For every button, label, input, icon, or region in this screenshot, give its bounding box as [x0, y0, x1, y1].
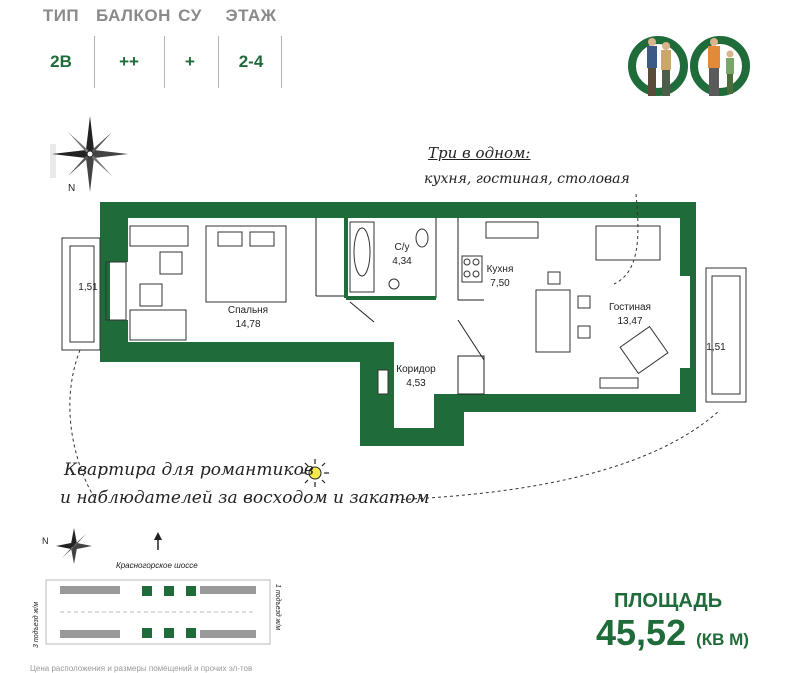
header-col-floor: ЭТАЖ 2-4 — [220, 6, 282, 86]
annotation-subtitle: кухня, гостиная, столовая — [424, 171, 630, 187]
site-plan: N Красногорское шоссе 3 подъезд ж/м 1 по… — [32, 528, 282, 648]
bedroom-name: Спальня — [228, 305, 268, 316]
apartment-header: ТИП 2В БАЛКОН ++ СУ + ЭТАЖ 2-4 — [30, 6, 282, 88]
kitchen-name: Кухня — [487, 264, 514, 275]
header-col-balcony: БАЛКОН ++ — [96, 6, 171, 86]
bathroom-name: С/у — [395, 242, 410, 253]
romantic-line-1: Квартира для романтиков — [64, 460, 314, 480]
header-bathroom-value: + — [185, 52, 195, 71]
bathroom-area: 4,34 — [392, 256, 412, 267]
header-bathroom-label: СУ — [178, 6, 202, 25]
header-col-bathroom: СУ + — [162, 6, 218, 86]
site-north-label: N — [42, 536, 49, 546]
living-name: Гостиная — [609, 302, 651, 313]
family-icons — [628, 36, 750, 96]
header-divider — [218, 36, 219, 88]
family-icon — [690, 36, 750, 96]
floor-plan: 1,51 Спальня 14,78 С/у 4,34 Кухня 7,50 Г… — [61, 193, 747, 501]
site-highlighted-buildings — [142, 586, 196, 638]
area-value-block: 45,52 (КВ М) — [596, 612, 749, 654]
compass-rose-icon: N — [50, 116, 128, 194]
site-right-label: 1 подъезд ж/м — [274, 584, 282, 630]
header-divider — [164, 36, 165, 88]
couple-icon — [628, 36, 688, 96]
site-left-label: 3 подъезд ж/м — [32, 602, 40, 648]
kitchen-area: 7,50 — [490, 278, 510, 289]
area-label: ПЛОЩАДЬ — [614, 590, 723, 612]
header-divider — [94, 36, 95, 88]
header-type-value: 2В — [50, 52, 72, 71]
site-outline — [45, 579, 271, 645]
road-label: Красногорское шоссе — [116, 561, 198, 570]
living-area: 13,47 — [617, 316, 642, 327]
corridor-area: 4,53 — [406, 378, 426, 389]
header-floor-label: ЭТАЖ — [225, 6, 277, 25]
area-unit: (КВ М) — [696, 630, 749, 649]
site-compass-icon — [56, 528, 92, 564]
bedroom-area: 14,78 — [235, 319, 260, 330]
annotation-title: Три в одном: — [428, 144, 531, 162]
site-buildings — [60, 586, 256, 638]
exterior-walls — [100, 202, 696, 446]
header-balcony-label: БАЛКОН — [96, 6, 171, 25]
compass-north-label: N — [68, 183, 75, 194]
sightline-arrows — [69, 193, 721, 501]
header-floor-value: 2-4 — [238, 52, 264, 71]
sun-icon — [301, 459, 329, 487]
corridor-name: Коридор — [396, 364, 436, 375]
header-col-type: ТИП 2В — [30, 6, 92, 86]
area-value: 45,52 — [596, 612, 687, 653]
romantic-line-2: и наблюдателей за восходом и закатом — [60, 488, 430, 508]
footnote: Цена расположения и размеры помещений и … — [30, 664, 253, 673]
header-type-label: ТИП — [42, 6, 80, 25]
bathroom-walls — [344, 218, 436, 300]
header-balcony-value: ++ — [119, 52, 139, 71]
furniture — [105, 221, 669, 395]
balcony-left-area: 1,51 — [78, 282, 98, 293]
room-labels: 1,51 Спальня 14,78 С/у 4,34 Кухня 7,50 Г… — [78, 242, 726, 389]
balconies — [61, 237, 747, 403]
balcony-right-area: 1,51 — [706, 342, 726, 353]
header-divider — [281, 36, 282, 88]
